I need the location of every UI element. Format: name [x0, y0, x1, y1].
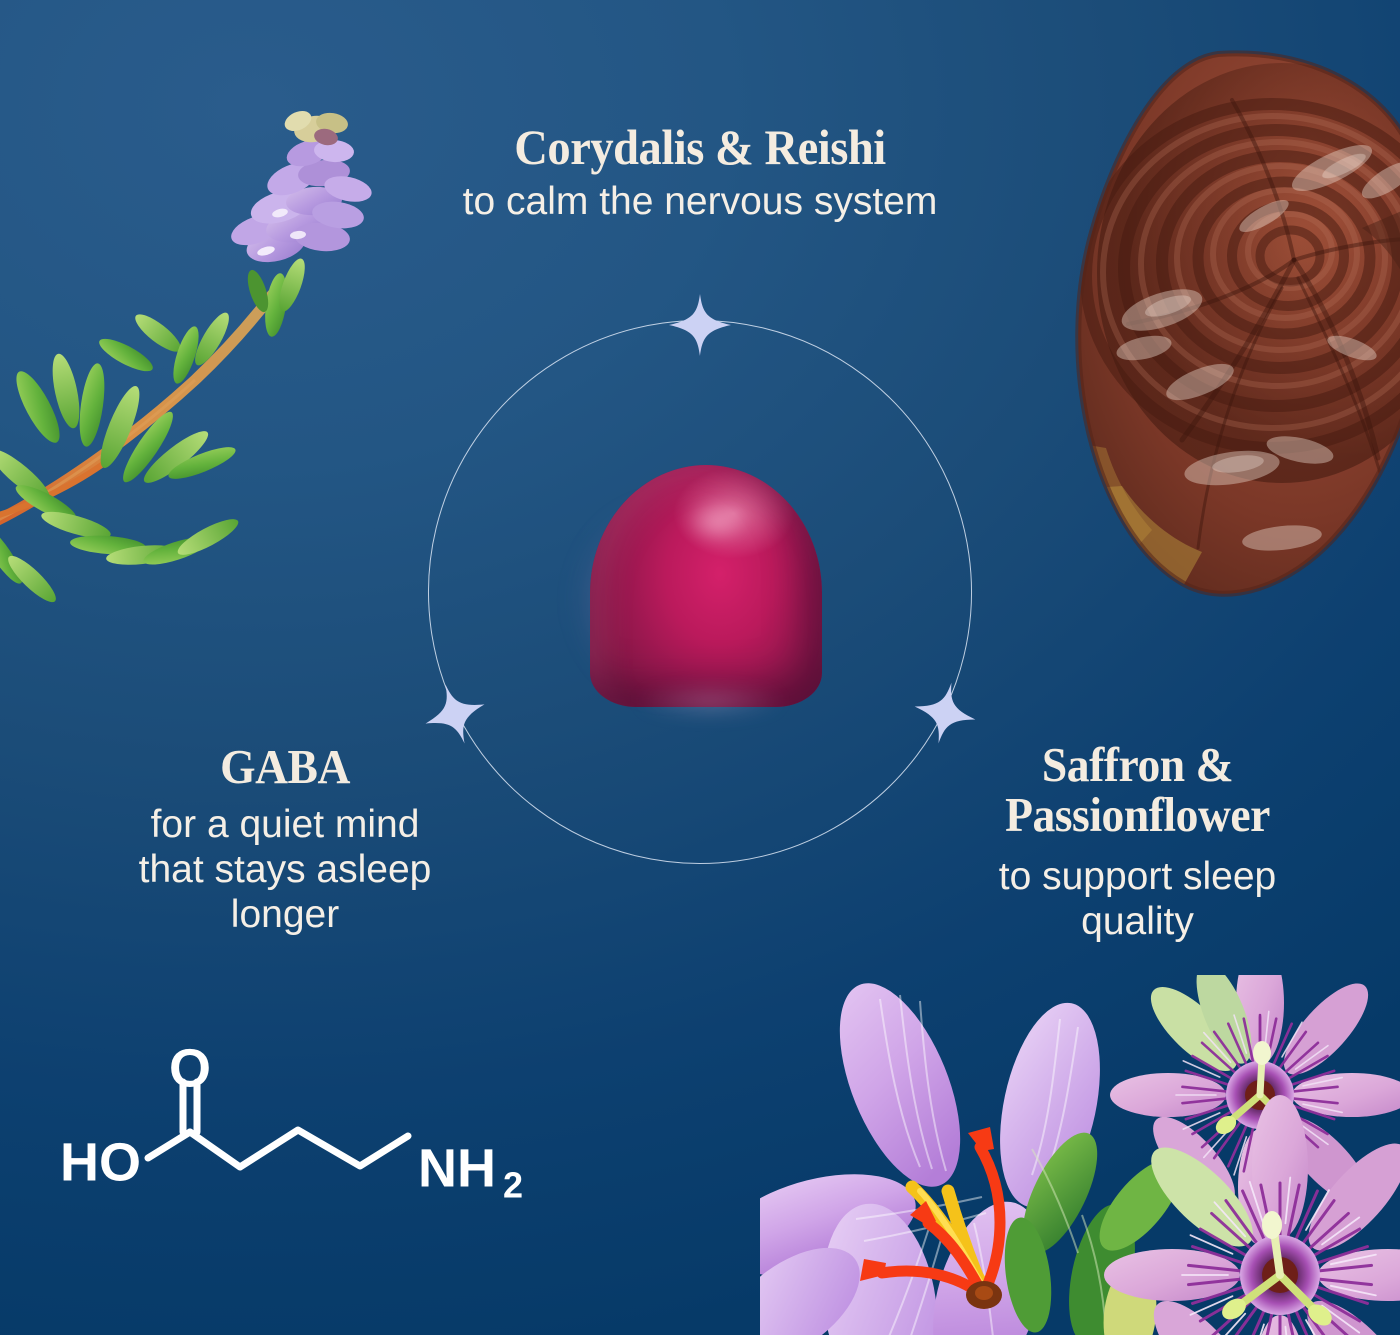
- callout-body-line: to support sleep: [998, 854, 1277, 898]
- callout-body: for a quiet mind that stays asleep longe…: [45, 802, 525, 938]
- molecule-label-amine-subscript: 2: [503, 1165, 523, 1206]
- callout-heading: GABA: [220, 739, 350, 794]
- passionflower: [1104, 1095, 1400, 1335]
- molecule-label-oxygen: O: [169, 1038, 211, 1098]
- gaba-molecule-diagram: O HO NH 2: [40, 1020, 550, 1220]
- callout-heading-line: Passionflower: [1005, 786, 1270, 842]
- callout-heading-line: Saffron &: [1041, 737, 1234, 792]
- sparkle-icon: [668, 293, 732, 357]
- callout-saffron-passionflower: Saffron & Passionflower to support sleep…: [910, 740, 1365, 944]
- callout-corydalis-reishi: Corydalis & Reishi to calm the nervous s…: [350, 122, 1050, 224]
- callout-body-line: for a quiet mind: [150, 802, 420, 846]
- sparkle-icon: [907, 675, 983, 751]
- callout-body: to calm the nervous system: [462, 180, 938, 223]
- callout-body-line: quality: [1081, 900, 1194, 944]
- molecule-label-hydroxyl: HO: [60, 1132, 141, 1192]
- gummy-body: [590, 465, 822, 707]
- gummy-highlight: [673, 492, 759, 552]
- callout-body-line: that stays asleep: [138, 848, 432, 892]
- corydalis-plant-image: [0, 55, 400, 635]
- gummy-shadow: [603, 678, 817, 724]
- molecule-label-amine: NH: [418, 1138, 496, 1198]
- callout-heading: Corydalis & Reishi: [514, 119, 886, 175]
- callout-body-line: longer: [230, 893, 340, 937]
- callout-heading: Saffron & Passionflower: [926, 740, 1349, 840]
- callout-body: to support sleep quality: [910, 854, 1365, 944]
- reishi-mushroom-image: [1032, 48, 1400, 663]
- flowers-image: [760, 975, 1400, 1335]
- gummy-product-image: [545, 430, 875, 750]
- callout-gaba: GABA for a quiet mind that stays asleep …: [45, 742, 525, 938]
- sparkle-icon: [415, 674, 496, 755]
